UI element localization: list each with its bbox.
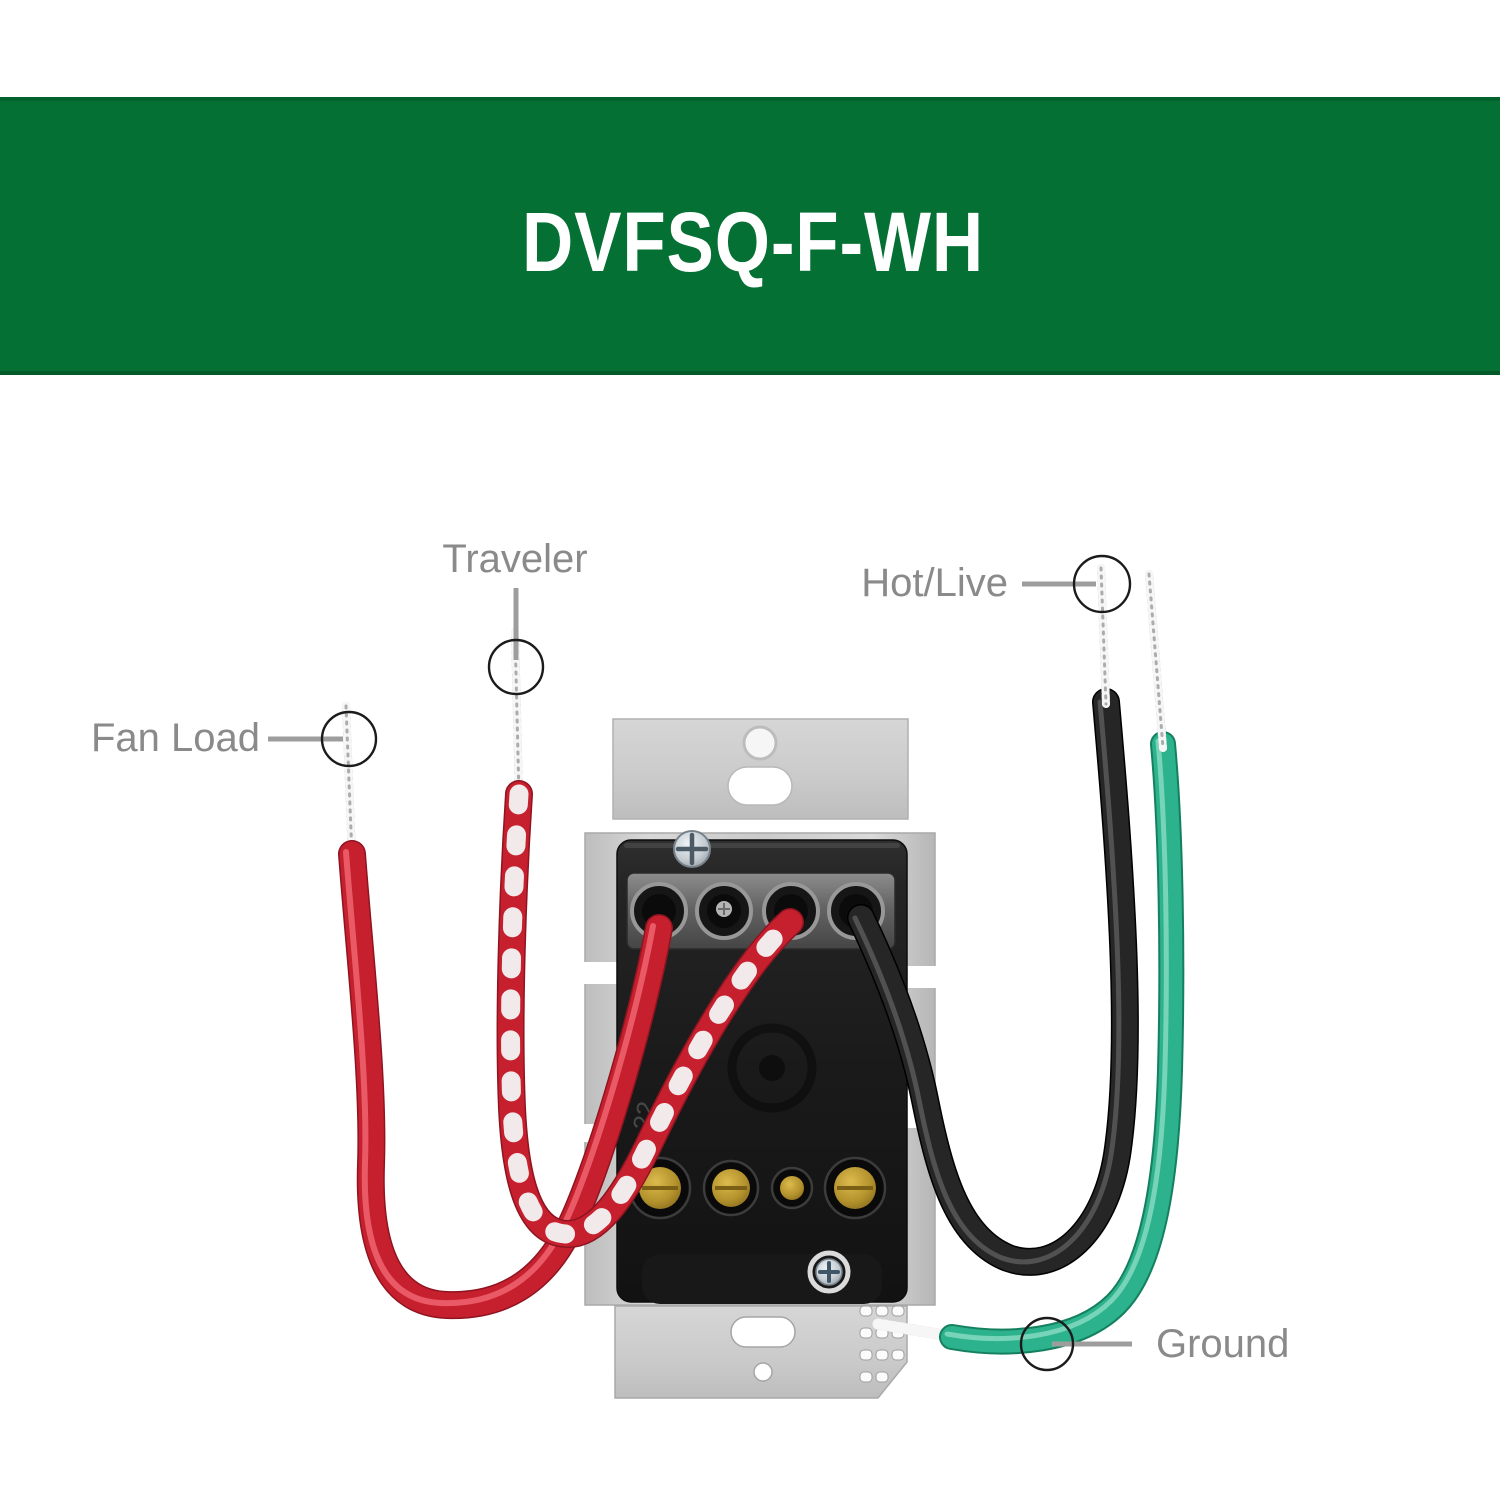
ground-label: Ground [1156, 1322, 1289, 1366]
vent-hole [891, 1305, 905, 1317]
callout-fan-load: Fan Load [91, 710, 378, 768]
bare-strand-texture [872, 1318, 956, 1342]
vent-hole [859, 1305, 873, 1317]
hot-live-wire [847, 564, 1139, 1276]
plate-notch [901, 966, 937, 988]
bare-strand-shadow [344, 704, 354, 858]
strap-screw-hole [742, 725, 778, 761]
bottom-screw [807, 1250, 851, 1294]
terminal-screw-cross-icon [718, 903, 730, 915]
bare-strand-shadow [1147, 572, 1165, 750]
top-screw [673, 830, 711, 868]
banner: DVFSQ-F-WH [0, 97, 1500, 375]
fan-load-callout-circle [320, 710, 378, 768]
callout-ground: Ground [1019, 1316, 1289, 1372]
vent-hole [859, 1371, 873, 1383]
banner-bottom-edge [0, 371, 1500, 375]
banner-top-edge [0, 97, 1500, 101]
ground-wire [872, 570, 1185, 1355]
phillips-cross-icon [675, 832, 709, 866]
callout-traveler: Traveler [442, 537, 588, 696]
body-center-boss [727, 1023, 817, 1113]
vent-hole [891, 1349, 905, 1361]
bracket-slot [730, 1316, 796, 1348]
fan-control-device: 22 [583, 718, 937, 1399]
bracket-plate [614, 1305, 908, 1399]
hot-live-callout-circle [1072, 554, 1132, 614]
fan-load-wire [338, 702, 673, 1320]
vent-hole [859, 1349, 873, 1361]
bracket-vent-holes [859, 1305, 905, 1383]
hot-live-wire-insulation [848, 689, 1138, 1275]
plate-notch [583, 962, 619, 984]
switch-body: 22 [616, 830, 908, 1304]
vent-hole [875, 1349, 889, 1361]
fan-load-label: Fan Load [91, 716, 260, 760]
fan-load-wire-highlight [343, 849, 656, 1307]
phillips-cross-icon [818, 1261, 840, 1283]
callout-hot-live: Hot/Live [861, 554, 1132, 614]
hot-live-wire-highlight [852, 699, 1122, 1265]
bracket-hole [753, 1362, 773, 1382]
bare-strand-shadow [1099, 566, 1108, 706]
brass-screw-3 [780, 1176, 804, 1200]
body-top-highlight [624, 843, 900, 848]
strap-slot [727, 766, 793, 806]
mounting-strap-top [612, 718, 909, 820]
traveler-wire-white-stripe [501, 784, 800, 1244]
mounting-bracket-bottom [614, 1305, 908, 1399]
ground-callout-circle [1019, 1316, 1075, 1372]
hot-live-label: Hot/Live [861, 561, 1008, 605]
traveler-wire [496, 628, 804, 1248]
vent-hole [875, 1305, 889, 1317]
traveler-callout-circle [487, 638, 545, 696]
banner-background [0, 97, 1500, 375]
banner-title: DVFSQ-F-WH [522, 195, 984, 289]
vent-hole [859, 1327, 873, 1339]
traveler-label: Traveler [442, 537, 587, 581]
ground-wire-insulation [941, 733, 1183, 1353]
vent-hole [875, 1371, 889, 1383]
body-center-dot [759, 1055, 785, 1081]
ground-wire-highlight [944, 738, 1169, 1341]
